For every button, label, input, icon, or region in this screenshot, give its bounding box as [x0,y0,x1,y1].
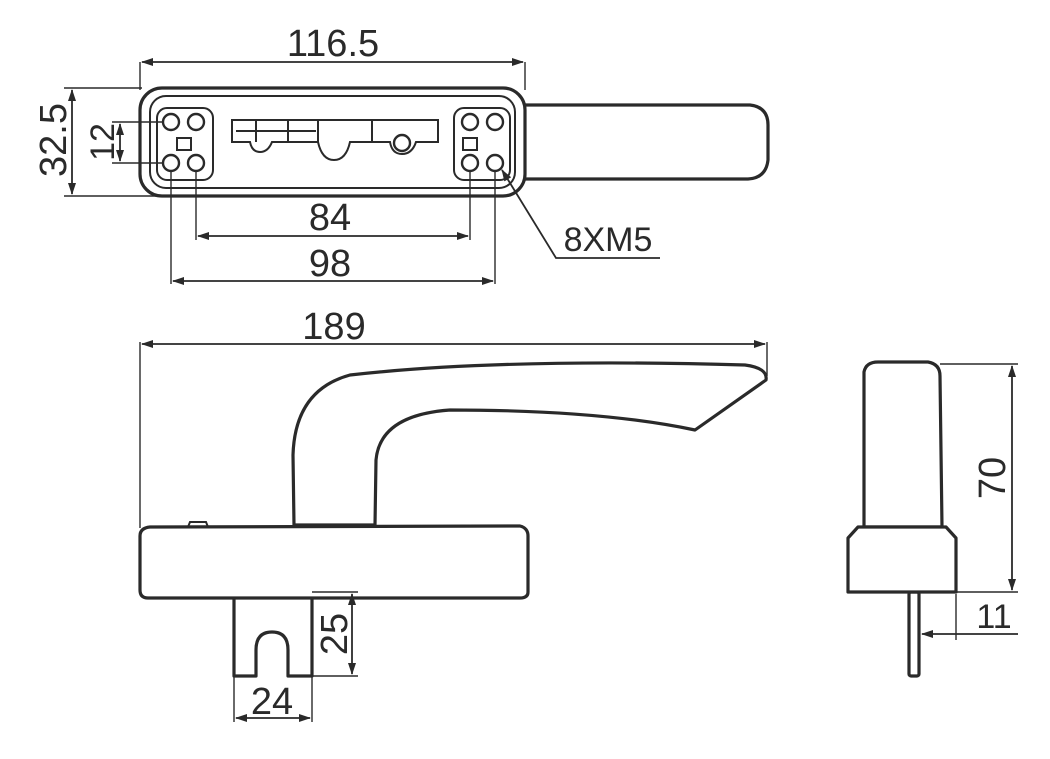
screw-hole [460,153,480,173]
dim-label-inner-hole-spacing: 84 [309,197,351,239]
top-view-lever [520,103,770,181]
screw-hole [485,112,505,132]
front-view-base [138,524,530,600]
screw-hole [161,153,181,173]
dim-label-height: 32.5 [33,103,75,177]
top-view-base-outer [138,86,527,198]
side-view-spindle [907,590,921,678]
front-view-lever [291,361,768,527]
screw-hole [485,153,505,173]
dim-label-hole-spacing-vertical: 12 [84,123,122,161]
screw-callout-label: 8XM5 [564,221,653,259]
screw-hole [186,112,206,132]
screw-callout-leader [501,169,660,259]
left-hole-pad [156,107,214,181]
square-slot [176,137,192,151]
dim-label-spindle-offset: 11 [976,598,1011,636]
top-view: 116.5 32.5 12 84 98 8XM5 [33,23,770,285]
square-slot [462,137,478,151]
dim-label-overall-length: 116.5 [287,23,379,65]
dim-label-outer-hole-spacing: 98 [309,243,351,285]
screw-hole [460,112,480,132]
screw-hole [186,153,206,173]
base-notch [187,521,209,528]
dim-label-spindle-width: 24 [251,681,293,723]
dim-label-side-height: 70 [972,457,1014,499]
front-view: 189 25 24 [138,306,768,723]
side-view: 70 11 [846,360,1018,678]
detent-pin [392,133,412,153]
dim-label-spindle-length: 25 [314,613,356,655]
side-view-handle [862,360,944,529]
screw-hole [161,112,181,132]
mechanism-slot [231,119,439,162]
side-view-base [846,525,958,594]
dim-label-handle-length: 189 [302,306,365,348]
top-view-base-inner [149,95,516,189]
right-hole-pad [453,107,511,181]
front-view-spindle [232,592,314,678]
